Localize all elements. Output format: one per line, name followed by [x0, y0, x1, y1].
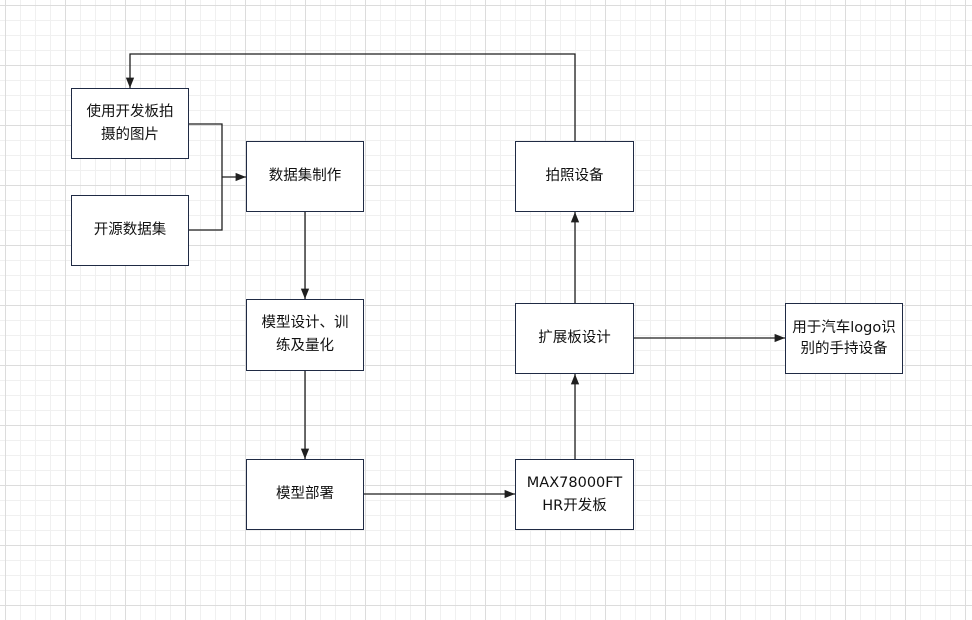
node-dataset-making[interactable]: 数据集制作	[246, 141, 364, 212]
edge-camera-to-photos	[125, 53, 576, 141]
node-open-dataset-label: 开源数据集	[93, 222, 167, 238]
node-open-dataset[interactable]: 开源数据集	[71, 195, 189, 266]
node-model-deploy[interactable]: 模型部署	[246, 459, 364, 530]
node-model-design-label: 模型设计、训练及量化	[261, 315, 349, 354]
edge-photos-to-dataset	[189, 123, 223, 177]
node-handheld-device-label: 用于汽车logo识别的手持设备	[792, 319, 896, 357]
node-handheld-device[interactable]: 用于汽车logo识别的手持设备	[785, 303, 903, 374]
node-photos[interactable]: 使用开发板拍摄的图片	[71, 88, 189, 159]
node-model-deploy-label: 模型部署	[276, 486, 334, 502]
node-photos-label: 使用开发板拍摄的图片	[86, 103, 174, 143]
node-camera-device-label: 拍照设备	[545, 168, 604, 184]
node-dataset-making-label: 数据集制作	[268, 168, 342, 184]
node-model-design[interactable]: 模型设计、训练及量化	[246, 299, 364, 371]
node-expansion-board-label: 扩展板设计	[538, 330, 611, 346]
node-max-board[interactable]: MAX78000FTHR开发板	[515, 459, 634, 530]
node-max-board-label: MAX78000FTHR开发板	[526, 474, 623, 514]
node-camera-device[interactable]: 拍照设备	[515, 141, 634, 212]
edge-open-dataset-to-dataset	[189, 177, 223, 231]
node-expansion-board[interactable]: 扩展板设计	[515, 303, 634, 374]
